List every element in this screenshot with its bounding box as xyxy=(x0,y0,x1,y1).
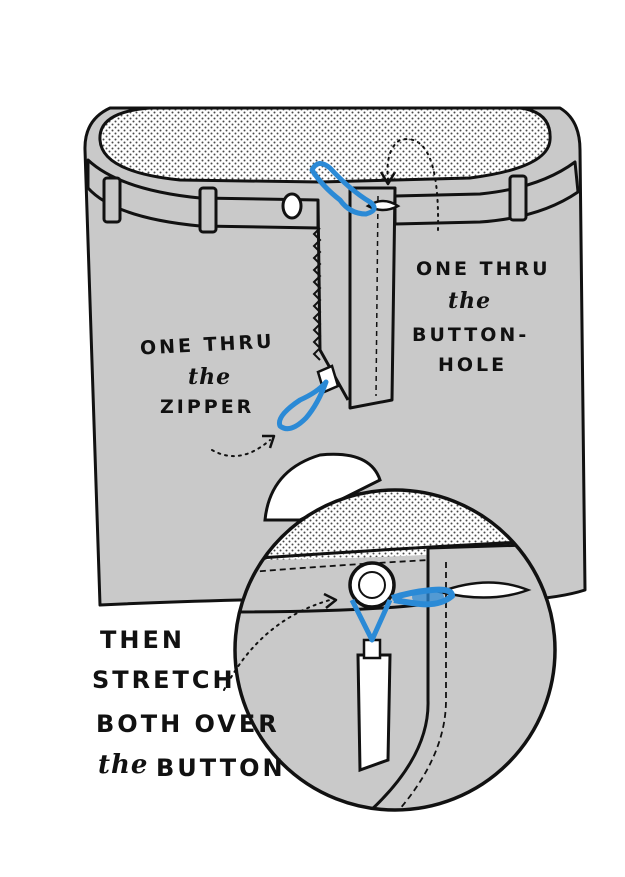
belt-loop-left xyxy=(102,176,122,224)
zipper-label-line3: ZIPPER xyxy=(160,396,255,418)
stretch-label-line3: BOTH OVER xyxy=(96,710,280,738)
stretch-label-line2: STRETCH xyxy=(92,666,236,694)
zoom-band-bottom xyxy=(235,602,429,614)
zoom-flap-stitch xyxy=(389,562,447,810)
arrowhead-buttonhole xyxy=(379,171,397,186)
zoom-flap xyxy=(355,542,555,810)
fly-flap xyxy=(348,186,397,410)
belt-loop-right xyxy=(508,174,528,222)
zoom-tab xyxy=(263,452,382,522)
arrow-to-zipper xyxy=(211,439,271,457)
fly-stitch xyxy=(375,195,379,397)
hair-tie-buttonhole xyxy=(309,161,377,217)
stretch-label-line4b: BUTTON xyxy=(156,754,286,782)
arrowhead-button xyxy=(323,592,338,609)
stretch-label-line4a: the xyxy=(98,750,149,780)
zoom-zipper-slot xyxy=(356,653,392,773)
buttonhole-label-line1: ONE THRU xyxy=(416,258,551,280)
waistband-lining xyxy=(98,106,552,184)
zipper-label-line2: the xyxy=(188,364,232,390)
stretch-label-line1: THEN xyxy=(100,626,185,654)
zoom-waistband-stitch xyxy=(249,553,555,573)
arrow-to-button xyxy=(223,599,331,691)
zoom-band-to-zipper xyxy=(349,598,393,643)
zoom-buttonhole xyxy=(435,581,532,599)
belt-loop-mid xyxy=(198,186,218,234)
arrow-to-buttonhole xyxy=(386,138,440,231)
zoom-circle xyxy=(233,488,557,812)
zipper-teeth xyxy=(312,227,322,361)
zoom-button-inner xyxy=(358,571,386,599)
zoom-band-knot xyxy=(412,588,444,606)
hair-tie-zipper xyxy=(276,379,329,432)
buttonhole-label-line4: HOLE xyxy=(438,354,508,376)
zoom-zipper-pull xyxy=(362,638,382,660)
arrowhead-zipper xyxy=(262,434,276,449)
buttonhole-label-line3: BUTTON- xyxy=(412,324,530,346)
cutout-bg xyxy=(0,606,250,877)
buttonhole-label-line2: the xyxy=(448,288,492,314)
button xyxy=(281,192,303,220)
